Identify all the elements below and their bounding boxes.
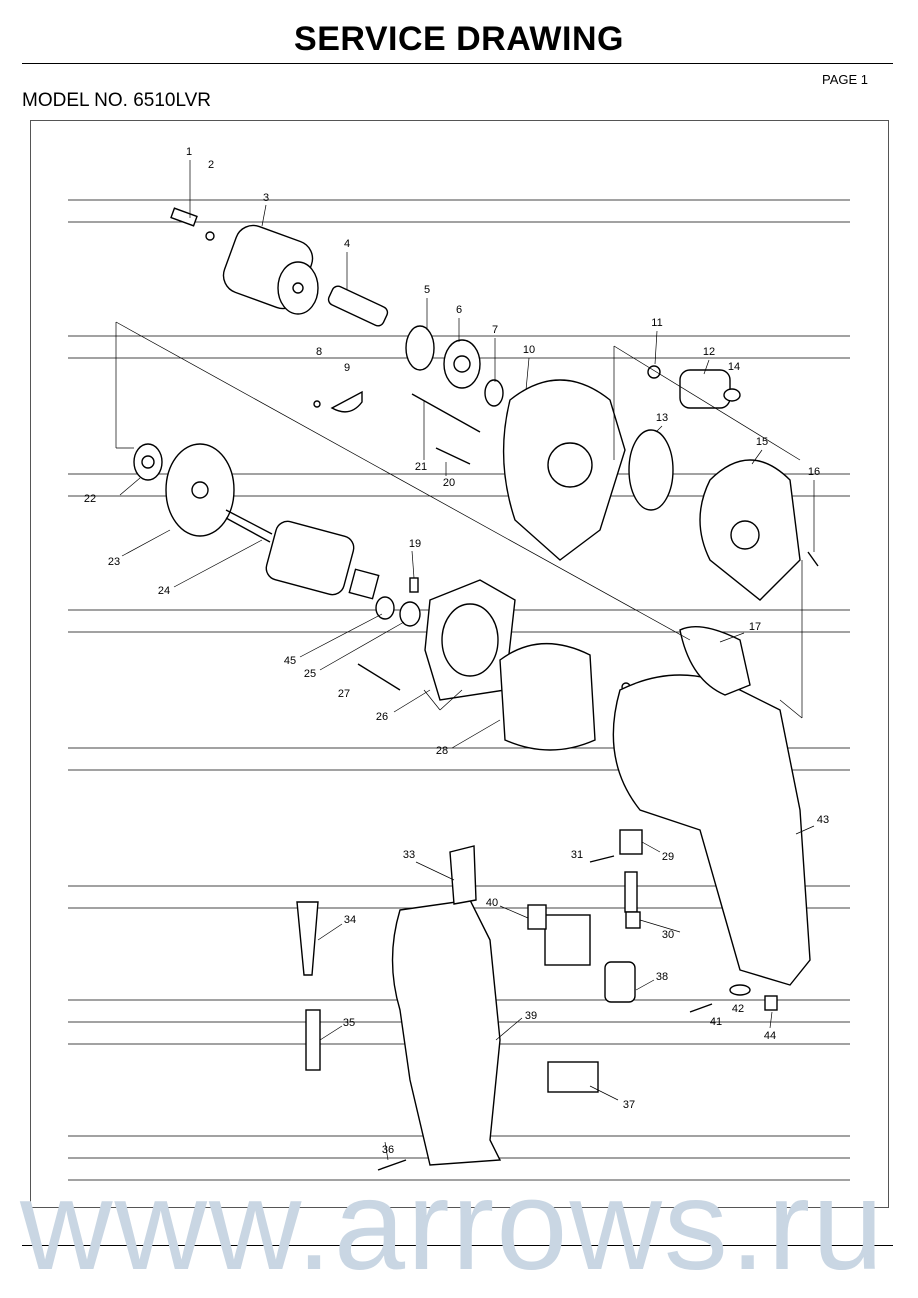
drawing-frame bbox=[30, 120, 889, 1208]
part-label: 3 bbox=[262, 192, 270, 204]
part-label: 6 bbox=[455, 304, 463, 316]
part-label: 38 bbox=[655, 971, 669, 983]
part-label: 15 bbox=[755, 436, 769, 448]
title-divider bbox=[22, 63, 893, 64]
part-label: 10 bbox=[522, 344, 536, 356]
part-label: 1 bbox=[185, 146, 193, 158]
part-label: 42 bbox=[731, 1003, 745, 1015]
part-label: 12 bbox=[702, 346, 716, 358]
part-label: 21 bbox=[414, 461, 428, 473]
part-label: 20 bbox=[442, 477, 456, 489]
part-label: 7 bbox=[491, 324, 499, 336]
spindle bbox=[327, 285, 389, 327]
page-number: PAGE 1 bbox=[821, 72, 868, 87]
part-label: 35 bbox=[342, 1017, 356, 1029]
part-label: 41 bbox=[709, 1016, 723, 1028]
part-label: 25 bbox=[303, 668, 317, 680]
part-label: 4 bbox=[343, 238, 351, 250]
model-number: MODEL NO. 6510LVR bbox=[22, 90, 212, 111]
part-label: 37 bbox=[622, 1099, 636, 1111]
part-label: 5 bbox=[423, 284, 431, 296]
part-label: 40 bbox=[485, 897, 499, 909]
switch bbox=[544, 914, 591, 966]
footer-divider bbox=[22, 1245, 893, 1246]
part-label: 36 bbox=[381, 1144, 395, 1156]
part-label: 26 bbox=[375, 711, 389, 723]
part-label: 30 bbox=[661, 929, 675, 941]
armature bbox=[265, 520, 355, 596]
part-label: 39 bbox=[524, 1010, 538, 1022]
part-label: 11 bbox=[651, 317, 663, 329]
part-label: 8 bbox=[315, 346, 323, 358]
part-label: 14 bbox=[727, 361, 741, 373]
part-label: 19 bbox=[408, 538, 422, 550]
part-label: 2 bbox=[207, 159, 215, 171]
leader-lines bbox=[115, 160, 815, 1161]
part-label: 23 bbox=[107, 556, 121, 568]
part-label: 16 bbox=[807, 466, 821, 478]
part-label: 13 bbox=[655, 412, 669, 424]
motor-housing bbox=[612, 674, 811, 986]
part-label: 34 bbox=[343, 914, 357, 926]
part-label: 24 bbox=[157, 585, 171, 597]
part-label: 9 bbox=[343, 362, 351, 374]
handle bbox=[391, 899, 502, 1166]
part-label: 33 bbox=[402, 849, 416, 861]
part-label: 28 bbox=[435, 745, 449, 757]
part-label: 29 bbox=[661, 851, 675, 863]
field bbox=[499, 642, 596, 751]
part-label: 45 bbox=[283, 655, 297, 667]
page-title: SERVICE DRAWING bbox=[294, 20, 624, 58]
part-label: 17 bbox=[748, 621, 762, 633]
part-label: 43 bbox=[816, 814, 830, 826]
part-label: 44 bbox=[763, 1030, 777, 1042]
part-label: 31 bbox=[570, 849, 584, 861]
part-label: 27 bbox=[337, 688, 351, 700]
part-label: 22 bbox=[83, 493, 97, 505]
